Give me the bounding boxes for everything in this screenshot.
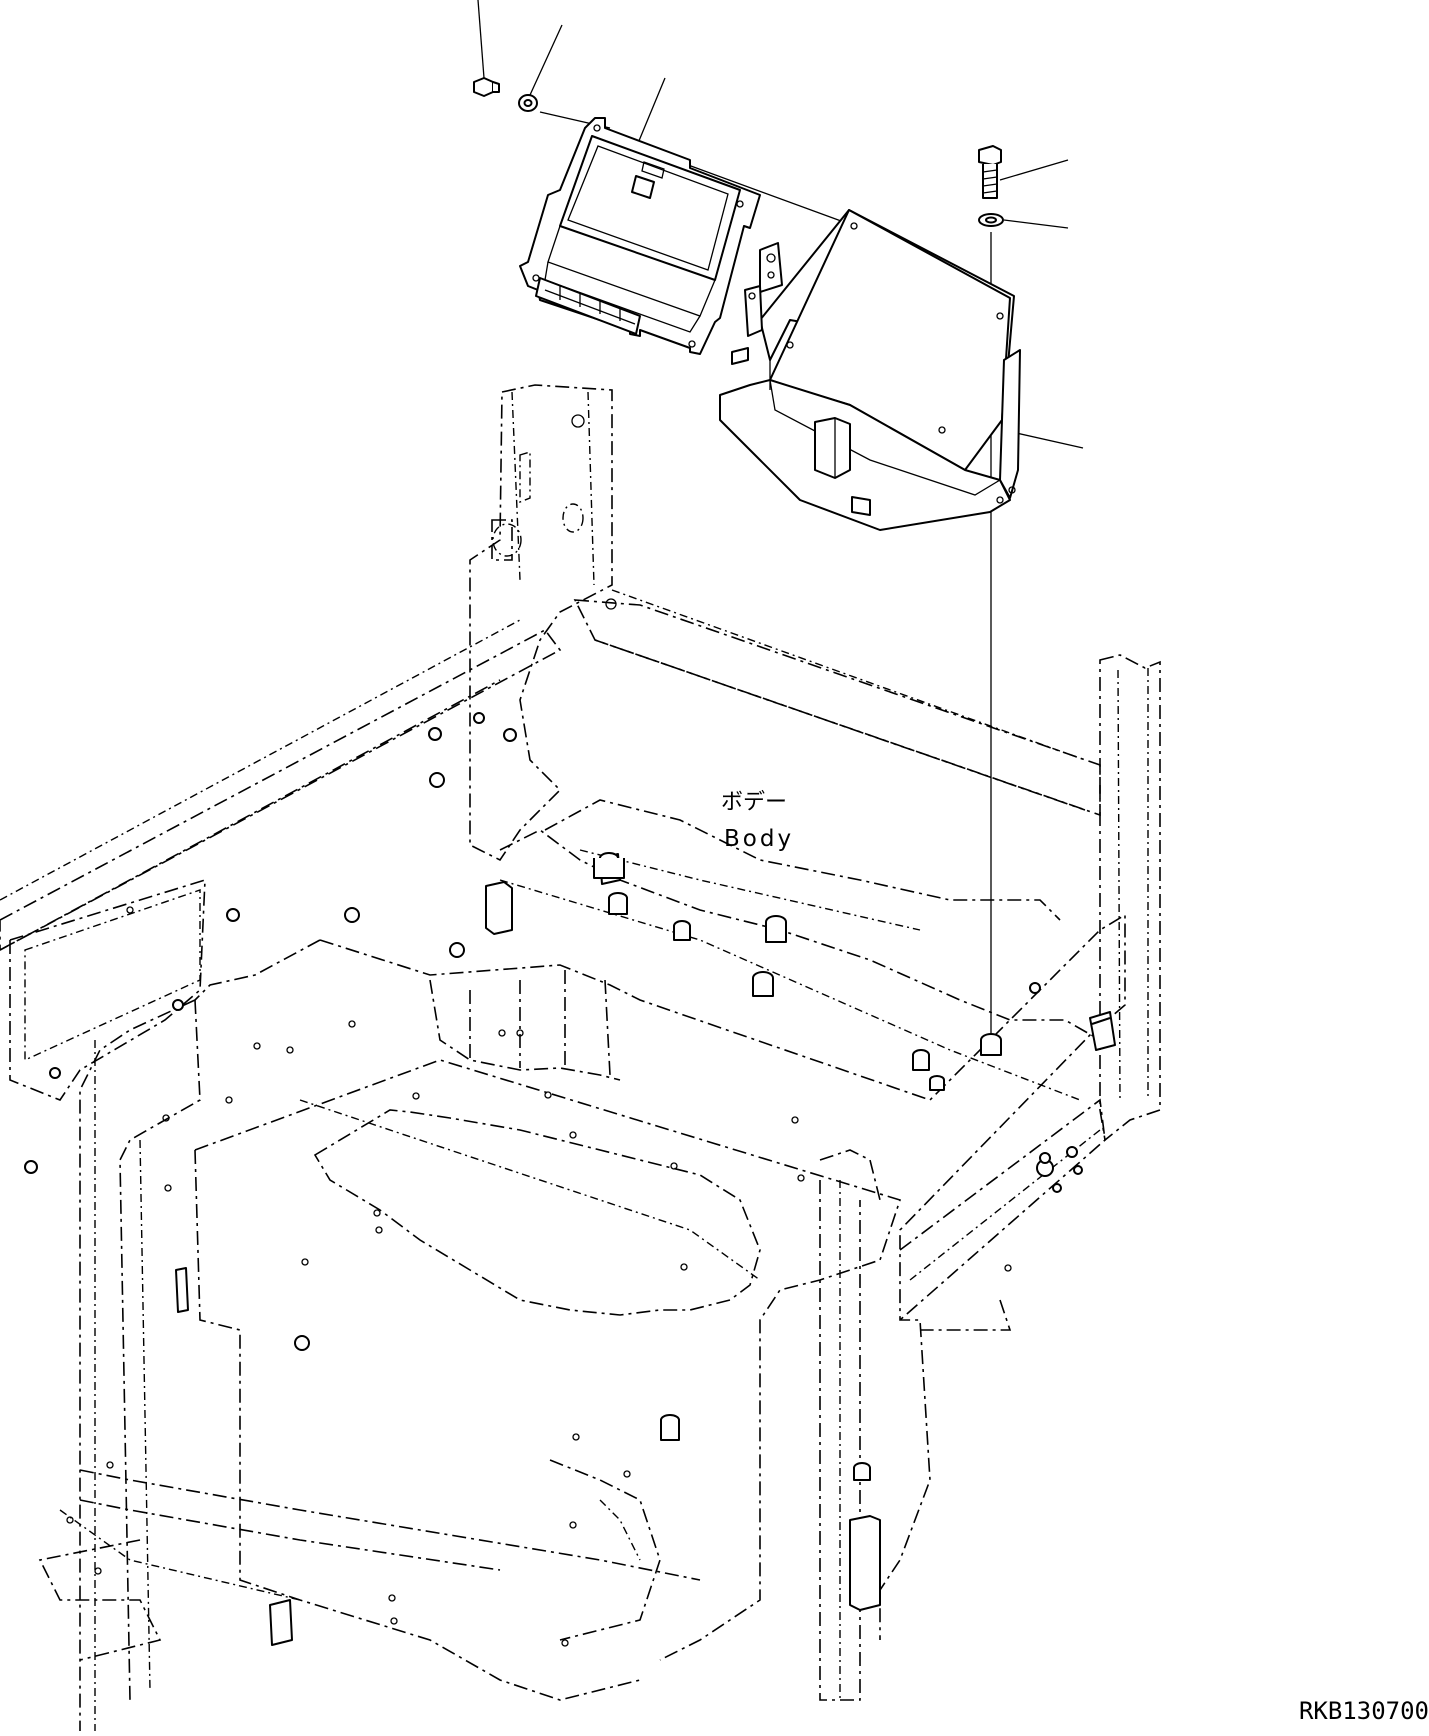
washer-icon [978,213,1004,227]
body-label-en: Body [724,826,794,852]
drawing-code: RKB130700 [1298,1697,1429,1725]
body-holes [66,906,1012,1647]
body-fasteners [24,712,1116,1646]
washer-icon [518,94,538,112]
bracket-icon [719,209,1021,531]
leader-line-bolt [999,159,1069,181]
leader-line-nut [477,0,485,79]
leader-line-washer-top [529,24,563,96]
center-line-controller [679,161,853,226]
leader-line-washer-right [1003,219,1069,229]
body-label-jp: ボデー [721,790,787,815]
body-frame [0,384,1161,1736]
leader-line-controller [635,77,666,149]
controller-icon [519,117,761,355]
bolt-icon [978,145,1002,199]
nut-icon [473,77,500,97]
